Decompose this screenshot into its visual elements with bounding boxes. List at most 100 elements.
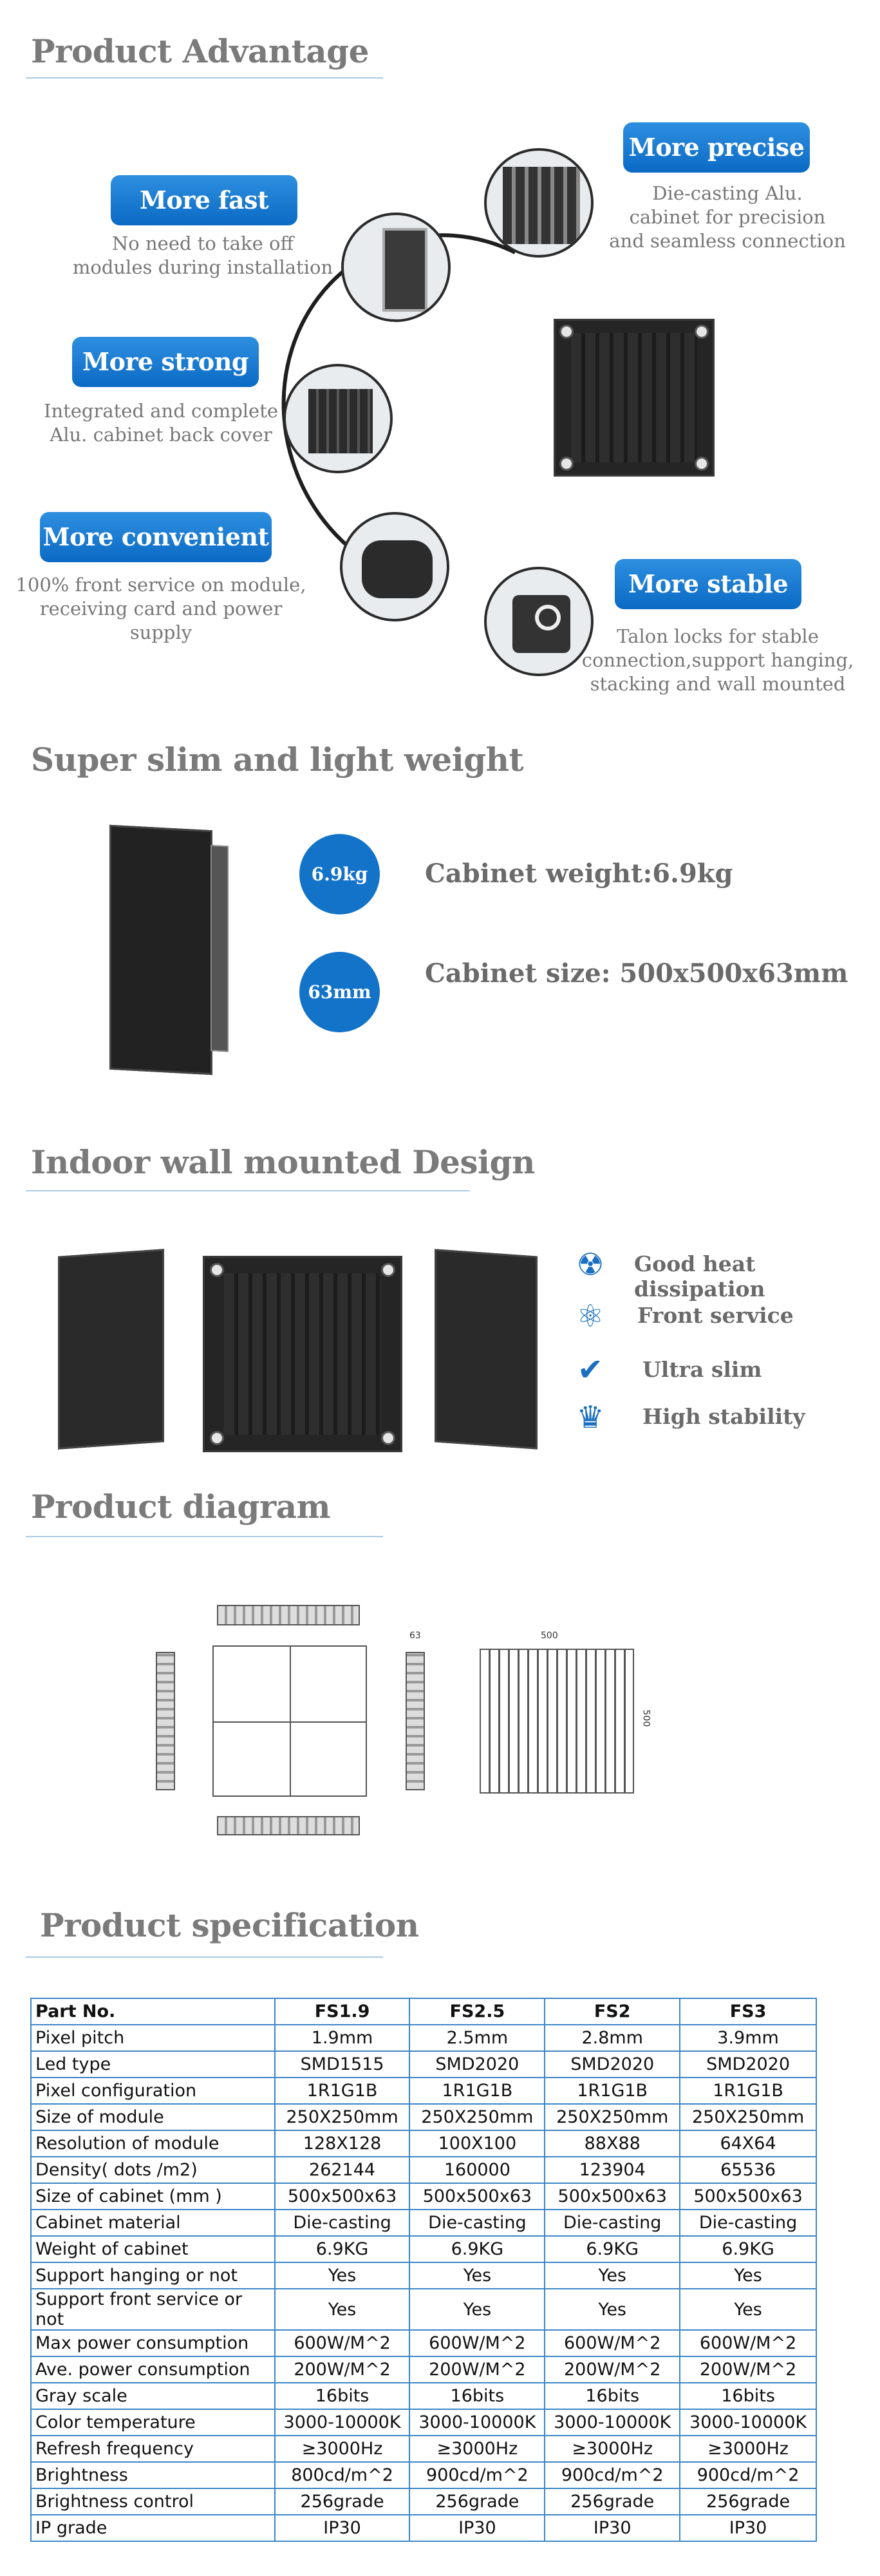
- table-row-label: IP grade: [30, 2514, 276, 2542]
- cabinet-side-left-image: [58, 1249, 164, 1450]
- table-cell: IP30: [274, 2514, 411, 2542]
- table-header-cell: FS1.9: [274, 1998, 411, 2025]
- table-cell: 16bits: [544, 2382, 681, 2410]
- table-cell: Die-casting: [679, 2209, 817, 2237]
- label-more-precise: More precise: [623, 122, 810, 173]
- table-cell: 6.9KG: [409, 2235, 546, 2263]
- table-cell: 88X88: [544, 2130, 681, 2157]
- table-cell: 6.9KG: [544, 2235, 681, 2263]
- table-row-label: Support front service or not: [30, 2288, 276, 2331]
- atom-icon: ⚛: [576, 1298, 604, 1334]
- table-cell: Die-casting: [544, 2209, 681, 2237]
- diagram-back-view: [480, 1649, 634, 1794]
- table-cell: 160000: [409, 2156, 546, 2184]
- table-cell: ≥3000Hz: [679, 2435, 817, 2463]
- section-title-slim: Super slim and light weight: [31, 741, 524, 779]
- table-cell: Yes: [274, 2288, 411, 2331]
- label-more-strong: More strong: [72, 337, 259, 387]
- feature-label-heat: Good heat dissipation: [634, 1251, 765, 1302]
- section-title-advantage: Product Advantage: [31, 32, 369, 70]
- label-more-fast: More fast: [111, 175, 297, 225]
- detail-circle-fast: [341, 213, 451, 322]
- table-cell: 900cd/m^2: [679, 2461, 817, 2489]
- table-cell: SMD2020: [679, 2050, 817, 2078]
- table-row-label: Gray scale: [30, 2382, 276, 2410]
- table-cell: ≥3000Hz: [409, 2435, 546, 2463]
- table-cell: 128X128: [274, 2130, 411, 2157]
- table-cell: 256grade: [409, 2488, 546, 2515]
- feature-label-front: Front service: [637, 1303, 794, 1328]
- table-cell: 3000-10000K: [409, 2409, 546, 2436]
- badge-weight: 6.9kg: [299, 834, 380, 914]
- table-cell: 2.5mm: [409, 2024, 546, 2052]
- table-row-label: Cabinet material: [30, 2209, 276, 2237]
- table-cell: 500x500x63: [409, 2183, 546, 2210]
- table-cell: 256grade: [544, 2488, 681, 2515]
- dim-width: 500: [541, 1631, 558, 1641]
- section-rule: [26, 1956, 383, 1958]
- table-row-label: Led type: [30, 2050, 276, 2078]
- table-header-row: Part No. FS1.9 FS2.5 FS2 FS3: [30, 1998, 817, 2025]
- table-cell: 64X64: [679, 2130, 817, 2157]
- table-cell: 2.8mm: [544, 2024, 681, 2052]
- spec-table: Part No. FS1.9 FS2.5 FS2 FS3 Pixel pitch…: [30, 1998, 817, 2542]
- table-row-label: Support hanging or not: [30, 2262, 276, 2289]
- section-title-diagram: Product diagram: [31, 1488, 331, 1526]
- table-header-cell: Part No.: [30, 1998, 276, 2025]
- table-cell: 500x500x63: [679, 2183, 817, 2210]
- section-rule: [26, 77, 383, 79]
- diagram-front-view: [212, 1645, 367, 1797]
- dim-height: 500: [641, 1709, 651, 1727]
- table-cell: Die-casting: [274, 2209, 411, 2237]
- table-cell: 250X250mm: [274, 2103, 411, 2131]
- detail-circle-strong: [283, 364, 393, 473]
- table-cell: Yes: [679, 2262, 817, 2289]
- table-row-label: Brightness: [30, 2461, 276, 2489]
- desc-more-convenient: 100% front service on module,receiving c…: [15, 574, 306, 643]
- table-cell: 3000-10000K: [274, 2409, 411, 2436]
- table-cell: 200W/M^2: [679, 2356, 817, 2383]
- dim-depth: 63: [409, 1631, 421, 1641]
- heat-dissipation-icon: ☢: [576, 1247, 604, 1283]
- label-more-convenient: More convenient: [40, 512, 272, 562]
- table-cell: 600W/M^2: [679, 2329, 817, 2357]
- table-cell: SMD1515: [274, 2050, 411, 2078]
- table-cell: Yes: [544, 2288, 681, 2331]
- table-row-label: Color temperature: [30, 2409, 276, 2436]
- table-cell: 3000-10000K: [679, 2409, 817, 2436]
- table-cell: 600W/M^2: [274, 2329, 411, 2357]
- slim-cabinet-image: [109, 824, 229, 1075]
- table-row-label: Pixel configuration: [30, 2077, 276, 2105]
- table-cell: 16bits: [679, 2382, 817, 2410]
- table-cell: 262144: [274, 2156, 411, 2184]
- label-more-stable: More stable: [615, 559, 801, 609]
- trophy-icon: ♛: [576, 1399, 604, 1435]
- table-cell: 1R1G1B: [274, 2077, 411, 2105]
- table-cell: Yes: [409, 2262, 546, 2289]
- table-row-label: Resolution of module: [30, 2130, 276, 2157]
- section-title-indoor: Indoor wall mounted Design: [31, 1143, 535, 1181]
- table-cell: 900cd/m^2: [544, 2461, 681, 2489]
- table-cell: 3000-10000K: [544, 2409, 681, 2436]
- table-header-cell: FS3: [679, 1998, 817, 2025]
- table-cell: 1.9mm: [274, 2024, 411, 2052]
- table-row-label: Max power consumption: [30, 2329, 276, 2357]
- table-row-label: Weight of cabinet: [30, 2235, 276, 2263]
- table-cell: ≥3000Hz: [274, 2435, 411, 2463]
- table-cell: 1R1G1B: [544, 2077, 681, 2105]
- table-cell: 16bits: [409, 2382, 546, 2410]
- table-row-label: Density( dots /m2): [30, 2156, 276, 2184]
